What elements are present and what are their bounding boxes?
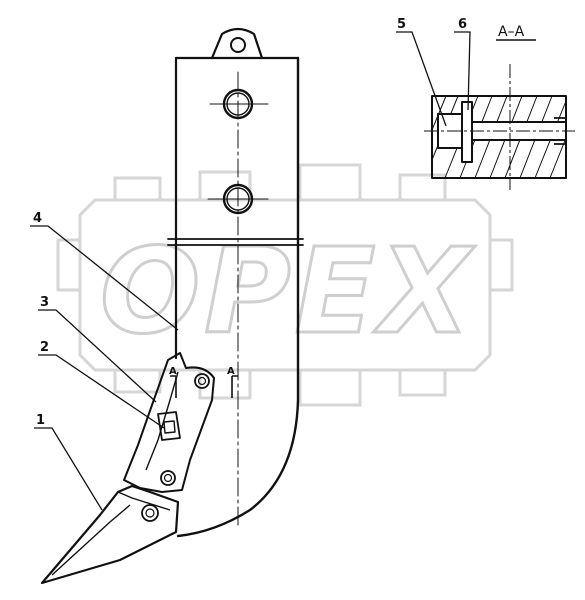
tip-socket-line <box>117 491 171 511</box>
top-lug-hole <box>230 37 246 53</box>
retaining-pin <box>157 411 181 441</box>
cut-mark-left-line <box>170 375 177 398</box>
leader-part-4 <box>30 225 179 331</box>
callout-leaders <box>30 31 471 511</box>
callout-part-1: 1 <box>36 413 45 428</box>
upper-pin-hole <box>209 88 269 120</box>
leader-part-2 <box>38 354 165 429</box>
cut-mark-right-label: A <box>227 366 235 377</box>
protector-outline <box>123 352 215 493</box>
protector-upper-bolt <box>194 373 210 389</box>
tip-cutting-edge <box>51 504 131 576</box>
callout-part-5: 5 <box>397 17 406 32</box>
callout-part-3: 3 <box>40 295 49 310</box>
section-cut-marker <box>170 375 238 398</box>
shank-right-edge <box>176 56 300 538</box>
section-view-a-a <box>424 64 575 190</box>
leader-part-6 <box>454 31 471 111</box>
callout-part-2: 2 <box>40 340 49 355</box>
protector-inner-edge <box>145 371 179 471</box>
watermark-logo: OPEX <box>56 163 514 407</box>
tip-retaining-pin <box>141 504 159 522</box>
leader-part-5 <box>396 31 447 127</box>
tip-outline <box>40 484 180 585</box>
protector-lower-bolt <box>160 470 176 486</box>
watermark-text: OPEX <box>100 222 475 360</box>
callout-part-6: 6 <box>458 17 467 32</box>
section-body-outline <box>431 95 567 179</box>
cut-mark-left-label: A <box>169 366 177 377</box>
shank-protector <box>123 352 215 493</box>
lower-pin-hole <box>207 183 269 215</box>
leader-part-3 <box>38 309 157 403</box>
top-mounting-lug <box>210 27 264 60</box>
shank-body <box>167 27 304 538</box>
leader-part-1 <box>34 427 103 511</box>
shank-weld-line <box>167 238 304 246</box>
cut-mark-right-line <box>231 375 238 398</box>
section-view-title: A–A <box>498 24 525 40</box>
ripper-tip <box>40 484 180 585</box>
watermark-gear-outline <box>78 198 492 372</box>
callout-part-4: 4 <box>33 211 42 226</box>
section-washer <box>461 101 473 163</box>
watermark-gear-teeth <box>56 163 514 407</box>
